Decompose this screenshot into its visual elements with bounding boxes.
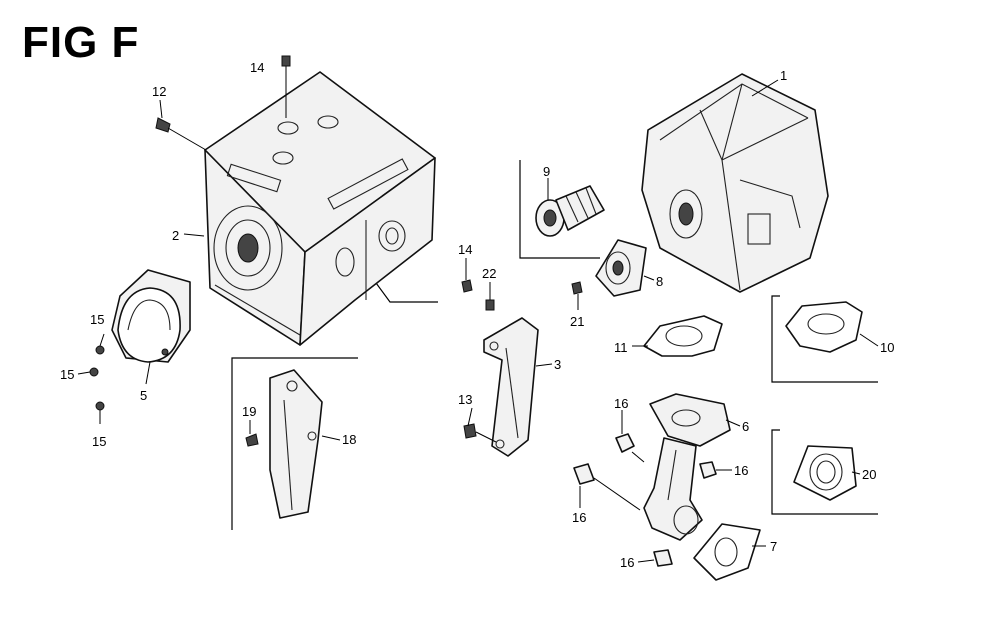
callout-11: 11 xyxy=(614,340,628,355)
callout-9: 9 xyxy=(543,164,550,179)
callout-20: 20 xyxy=(862,467,876,482)
callout-14-side: 14 xyxy=(458,242,472,257)
callout-14-top: 14 xyxy=(250,60,264,75)
callout-22: 22 xyxy=(482,266,496,281)
frame-part-9 xyxy=(519,160,600,259)
part-11-gasket xyxy=(643,315,723,357)
part-2-muffler-protector xyxy=(204,71,436,346)
callout-16-b: 16 xyxy=(572,510,586,525)
callout-18: 18 xyxy=(342,432,356,447)
callout-21: 21 xyxy=(570,314,584,329)
callout-10: 10 xyxy=(880,340,894,355)
part-5-exhaust-cover xyxy=(111,269,191,363)
leader-lines xyxy=(77,79,879,563)
frame-part-20 xyxy=(771,429,878,515)
part-8-arrester-flange xyxy=(595,239,647,297)
part-3-heat-plate xyxy=(483,317,539,457)
callout-2: 2 xyxy=(172,228,179,243)
callout-16-a: 16 xyxy=(614,396,628,411)
callout-5: 5 xyxy=(140,388,147,403)
part-7-gasket xyxy=(693,523,761,581)
callout-19: 19 xyxy=(242,404,256,419)
callout-12: 12 xyxy=(152,84,166,99)
callouts: 1 2 3 5 6 7 8 9 10 11 12 13 14 14 15 15 … xyxy=(60,60,894,570)
part-1-muffler xyxy=(641,73,829,293)
callout-13: 13 xyxy=(458,392,472,407)
callout-8: 8 xyxy=(656,274,663,289)
callout-15-c: 15 xyxy=(92,434,106,449)
callout-16-d: 16 xyxy=(620,555,634,570)
frame-part-10 xyxy=(771,295,878,383)
callout-7: 7 xyxy=(770,539,777,554)
callout-16-c: 16 xyxy=(734,463,748,478)
part-18-side-cover xyxy=(269,369,323,519)
callout-3: 3 xyxy=(554,357,561,372)
frame-part-18 xyxy=(231,357,358,530)
callout-1: 1 xyxy=(780,68,787,83)
callout-15-a: 15 xyxy=(90,312,104,327)
part-6-exhaust-manifold xyxy=(643,393,731,541)
part-20-gasket xyxy=(793,445,857,501)
figure-title: FIG F xyxy=(22,18,140,67)
grouping-lines xyxy=(231,160,878,530)
callout-6: 6 xyxy=(742,419,749,434)
callout-15-b: 15 xyxy=(60,367,74,382)
part-9-spark-arrester xyxy=(535,185,605,237)
part-10-gasket xyxy=(785,301,863,353)
